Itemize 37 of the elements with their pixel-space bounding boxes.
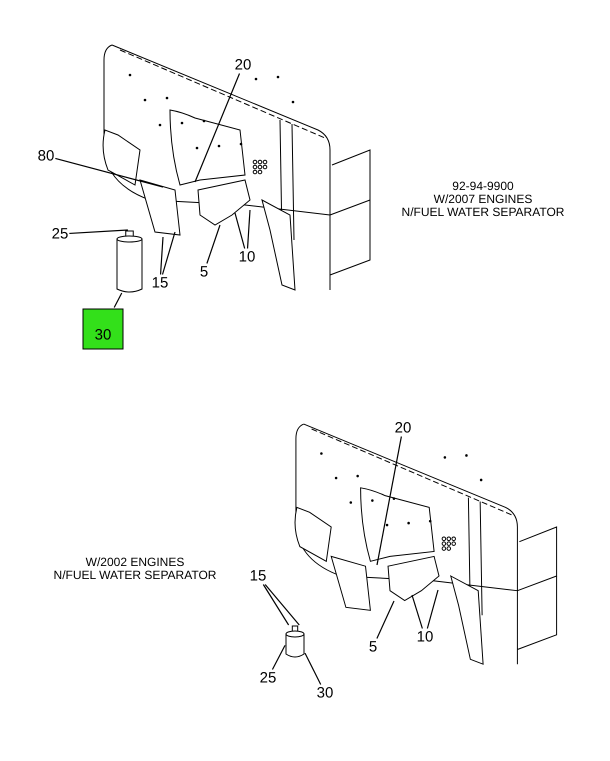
leader-line [304, 652, 322, 685]
callout-number: 15 [250, 568, 266, 584]
leader-line [194, 73, 240, 182]
fuel-filter-drawing [286, 626, 304, 658]
note-text: W/2007 ENGINES [434, 192, 532, 206]
leader-line [234, 212, 246, 249]
note-text: N/FUEL WATER SEPARATOR [402, 205, 564, 219]
leader-line [69, 229, 128, 234]
fuel-filter-drawing [116, 230, 142, 292]
callout-number: 80 [38, 148, 54, 164]
callout-number: 5 [200, 264, 208, 280]
highlighted-callout-box: 30 [82, 308, 124, 350]
leader-line [114, 292, 122, 308]
leader-line [262, 584, 290, 626]
callout-number: 30 [316, 686, 334, 700]
callout-number: 20 [234, 58, 252, 72]
note-text: N/FUEL WATER SEPARATOR [54, 568, 216, 582]
leader-line [376, 600, 395, 639]
leader-line [55, 158, 164, 188]
leader-line [264, 584, 300, 626]
callout-number: 10 [416, 630, 434, 644]
leader-line [411, 594, 423, 629]
callout-number: 25 [260, 670, 276, 686]
leader-line [206, 224, 221, 264]
callout-number: 20 [394, 420, 412, 436]
callout-number: 5 [368, 640, 378, 654]
callout-number: 15 [152, 276, 168, 290]
leader-line [272, 645, 286, 670]
leader-line [246, 210, 251, 249]
leader-line [376, 436, 402, 566]
callout-number: 25 [52, 226, 68, 242]
leader-line [160, 236, 164, 275]
note-text: W/2002 ENGINES [86, 555, 184, 569]
leader-line [426, 590, 439, 629]
part-number: 92-94-9900 [452, 179, 514, 193]
leader-line [162, 232, 176, 275]
callout-number: 10 [238, 250, 256, 264]
